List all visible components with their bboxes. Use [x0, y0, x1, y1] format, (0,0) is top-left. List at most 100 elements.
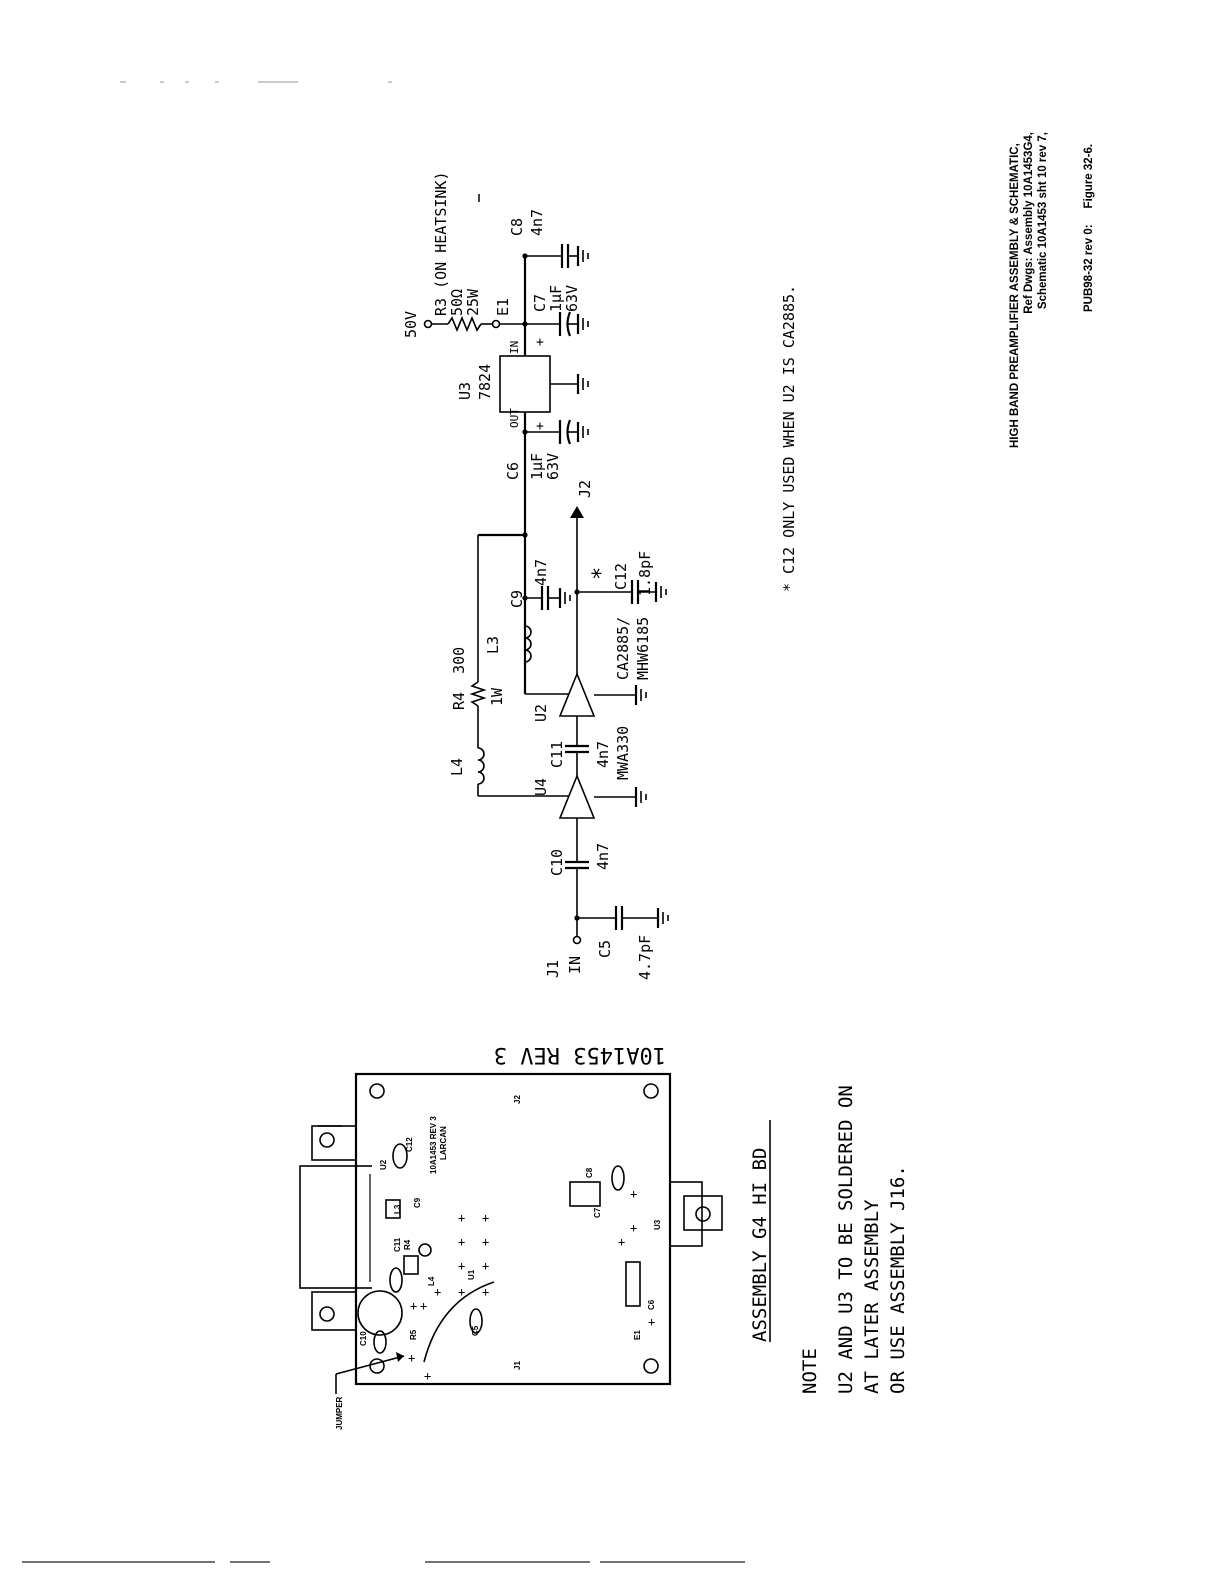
silk-u1: U1 — [467, 1269, 476, 1280]
u2-part-2: MHW6185 — [634, 617, 652, 680]
c5-capacitor: C5 4.7pF — [577, 906, 669, 980]
l3-label: L3 — [484, 636, 502, 654]
j2-label: J2 — [576, 480, 594, 498]
silk-l3: L3 — [393, 1204, 402, 1214]
c6-value: 1µF — [528, 453, 546, 480]
pad-plus-2: + — [482, 1211, 489, 1225]
u2-label: U2 — [532, 704, 550, 722]
title-block-title: HIGH BAND PREAMPLIFIER ASSEMBLY & SCHEMA… — [1009, 143, 1021, 448]
c7-capacitor: + C7 1µF 63V — [525, 285, 589, 350]
silk-u2: U2 — [379, 1159, 388, 1170]
pad-plus-15: + — [648, 1315, 655, 1329]
silk-c8: C8 — [585, 1167, 594, 1178]
supply-50v-label: 50V — [402, 311, 420, 338]
c12-asterisk: * — [589, 567, 614, 580]
u2-part-1: CA2885/ — [614, 617, 632, 680]
c7-value: 1µF — [547, 285, 565, 312]
pad-plus-3: + — [458, 1235, 465, 1249]
r3-label: R3 (ON HEATSINK) — [432, 172, 450, 317]
pad-plus-11: + — [420, 1299, 427, 1313]
r4-l4-feed: R4 300 1W L4 — [448, 533, 577, 797]
c8-label: C8 — [508, 218, 526, 236]
silk-l4: L4 — [427, 1276, 436, 1286]
pad-plus-13: + — [630, 1221, 637, 1235]
silk-c5: C5 — [471, 1325, 480, 1336]
note-heading: NOTE — [799, 1348, 821, 1394]
pad-plus-8: + — [458, 1285, 465, 1299]
pad-plus-10: + — [410, 1299, 417, 1313]
c10-value: 4n7 — [594, 843, 612, 870]
silk-r5: R5 — [409, 1329, 418, 1340]
c6-voltage: 63V — [544, 453, 562, 480]
c9-value: 4n7 — [532, 559, 550, 586]
r4-power: 1W — [488, 687, 506, 706]
note-line-1: U2 AND U3 TO BE SOLDERED ON — [835, 1085, 857, 1394]
e1-label: E1 — [494, 298, 512, 316]
schematic: 50V R3 (ON HEATSINK) 50Ω 25W E1 C8 4n7 — [402, 172, 798, 981]
assembly-drawing: 10A1453 REV 3 10A1453 REV 3 LARCAN J2 J1… — [299, 1042, 909, 1430]
u3-in-pin: IN — [508, 341, 521, 354]
title-block-ref-schematic: Schematic 10A1453 sht 10 rev 7, — [1037, 132, 1049, 309]
c11-value: 4n7 — [594, 741, 612, 768]
j1-in-label: IN — [566, 956, 584, 974]
c7-voltage: 63V — [563, 285, 581, 312]
pad-plus-6: + — [482, 1259, 489, 1273]
pad-plus-9: + — [482, 1285, 489, 1299]
silk-r4: R4 — [403, 1239, 412, 1250]
pad-plus-4: + — [482, 1235, 489, 1249]
j1-label: J1 — [544, 960, 562, 978]
silk-manufacturer: LARCAN — [439, 1126, 448, 1160]
title-block-ref-assembly: Ref Dwgs: Assembly 10A1453G4, — [1023, 132, 1035, 314]
silk-c11: C11 — [393, 1237, 402, 1252]
c5-label: C5 — [596, 940, 614, 958]
u3-part: 7824 — [476, 364, 494, 400]
silk-c10: C10 — [359, 1331, 368, 1346]
c9-label: C9 — [508, 590, 526, 608]
pad-plus-17: + — [408, 1351, 415, 1365]
pad-plus-16: + — [424, 1369, 431, 1383]
schematic-footnote: * C12 ONLY USED WHEN U2 IS CA2885. — [780, 285, 798, 592]
silk-j1: J1 — [513, 1361, 522, 1370]
c7-plus: + — [536, 335, 544, 350]
c11-label: C11 — [548, 741, 566, 768]
c10-label: C10 — [548, 849, 566, 876]
u3-out-pin: OUT — [508, 408, 521, 428]
u3-regulator-tab — [669, 1181, 723, 1247]
c12-label: C12 — [612, 563, 630, 590]
c12-capacitor: * C12 1.8pF — [577, 551, 667, 604]
pad-plus-1: + — [458, 1211, 465, 1225]
pad-markers: + + + + + + + + + + + + + + + + + — [408, 1187, 655, 1383]
pad-plus-12: + — [630, 1187, 637, 1201]
pad-plus-7: + — [434, 1285, 441, 1299]
note-line-2: AT LATER ASSEMBLY — [861, 1199, 883, 1394]
silk-u3: U3 — [653, 1219, 662, 1230]
u4-label: U4 — [532, 778, 550, 796]
jumper-label: JUMPER — [335, 1396, 344, 1430]
silk-c9: C9 — [413, 1197, 422, 1208]
c8-capacitor: C8 4n7 — [508, 209, 589, 268]
c6-plus: + — [536, 419, 544, 434]
silk-c7: C7 — [593, 1207, 602, 1218]
c6-capacitor: + C6 1µF 63V — [504, 419, 589, 480]
note-line-3: OR USE ASSEMBLY J16. — [887, 1165, 909, 1394]
u3-regulator: IN OUT U3 7824 — [456, 341, 589, 428]
c6-label: C6 — [504, 462, 522, 480]
l3-c9-feed: C9 4n7 L3 — [484, 559, 577, 695]
board-id-label: 10A1453 REV 3 — [494, 1042, 666, 1067]
amp-grounds — [594, 685, 647, 807]
silk-e1: E1 — [633, 1330, 642, 1340]
silk-c6: C6 — [647, 1299, 656, 1310]
u4-part: MWA330 — [614, 726, 632, 780]
r4-label: R4 300 — [450, 647, 468, 710]
r3-value: 50Ω — [448, 289, 466, 316]
c8-value: 4n7 — [528, 209, 546, 236]
title-block-pub-figure: PUB98-32 rev 0: Figure 32-6. — [1083, 144, 1095, 312]
c7-label: C7 — [531, 294, 549, 312]
heatsink-bracket — [299, 1125, 372, 1331]
title-block: HIGH BAND PREAMPLIFIER ASSEMBLY & SCHEMA… — [1009, 132, 1095, 448]
silk-c12: C12 — [405, 1137, 414, 1152]
silk-j2: J2 — [513, 1095, 522, 1104]
pad-plus-14: + — [618, 1235, 625, 1249]
component-footprints — [318, 1125, 641, 1363]
